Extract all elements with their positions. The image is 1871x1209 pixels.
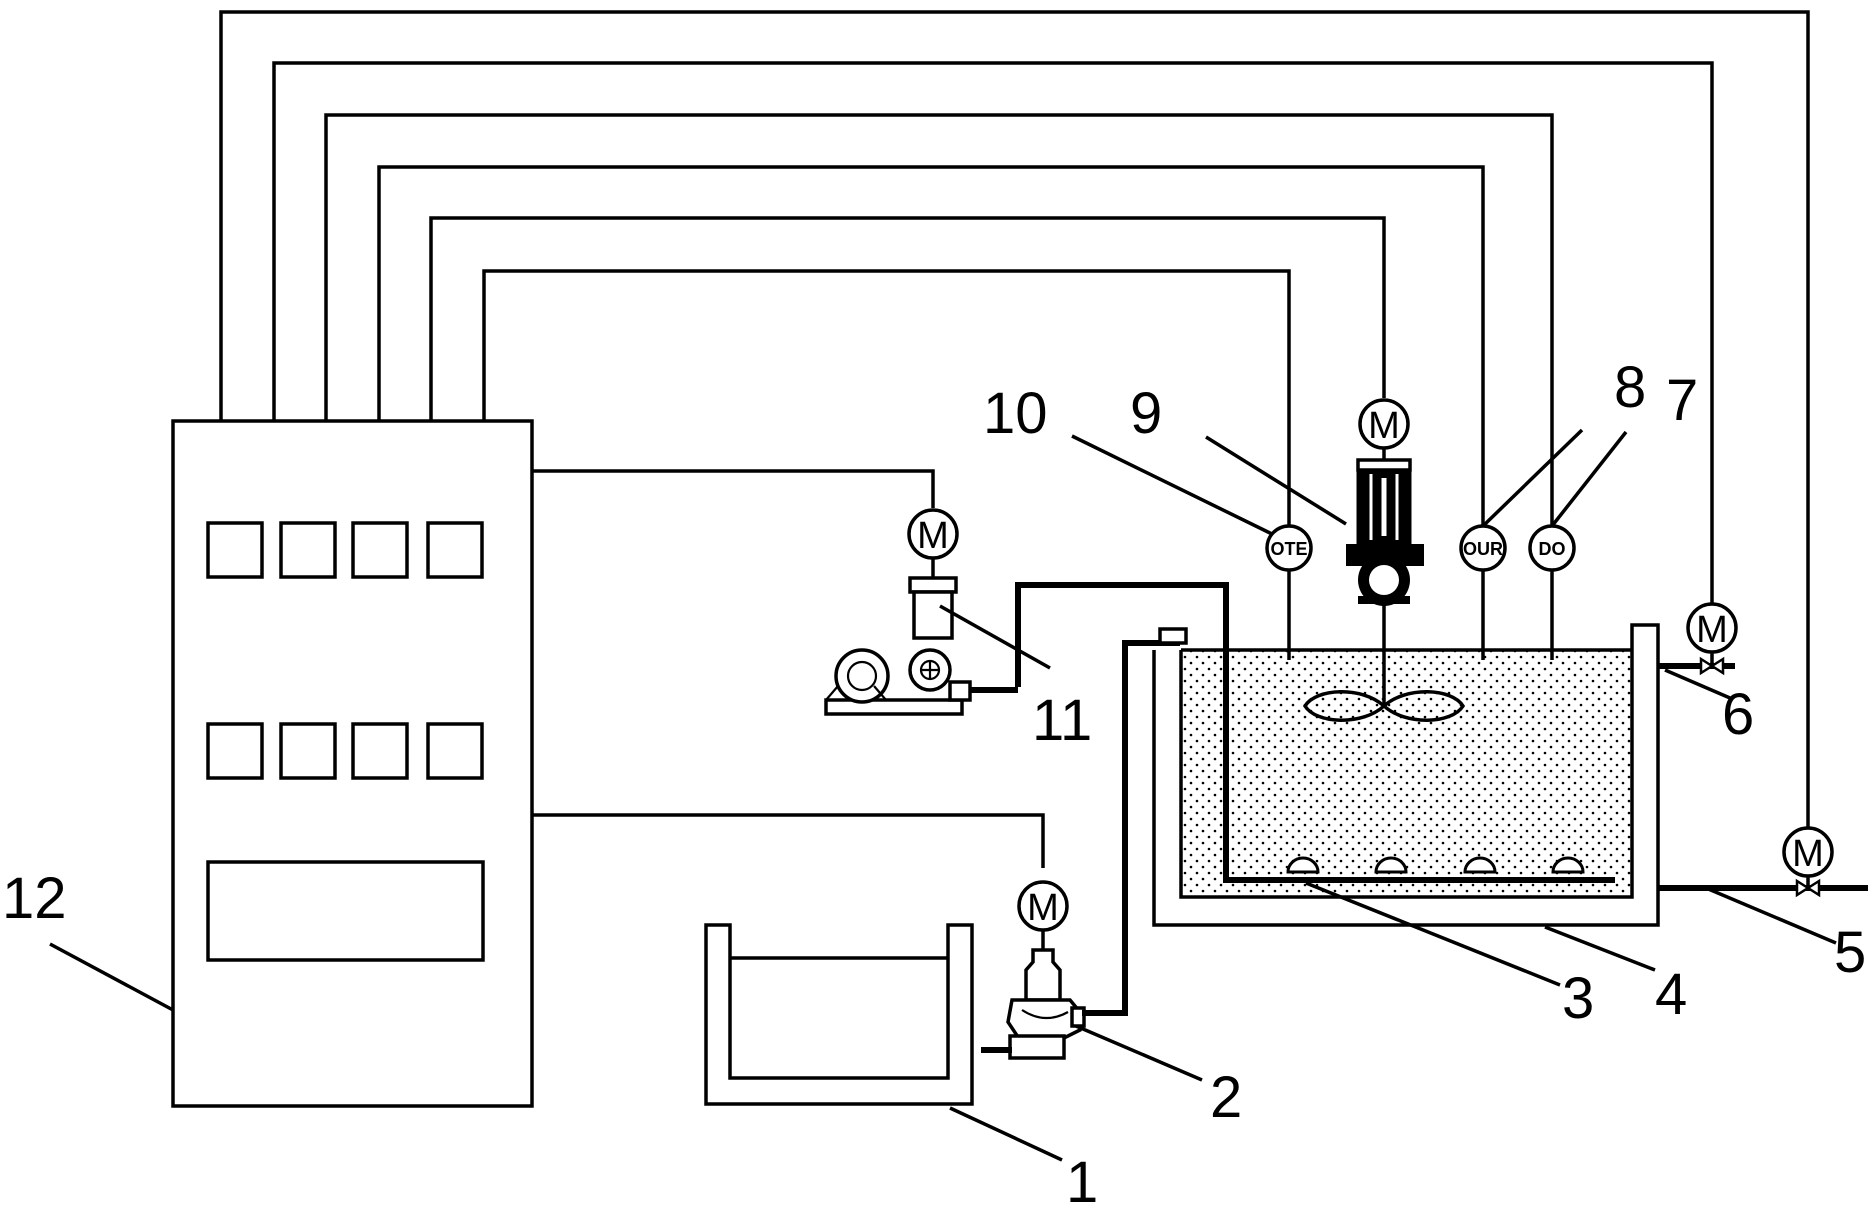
ote-sensor-label: OTE	[1270, 539, 1307, 559]
control-cabinet	[171, 419, 534, 1108]
callout-4: 4	[1655, 962, 1687, 1027]
cabinet-indicator-2	[279, 521, 337, 579]
callout-1: 1	[1066, 1150, 1098, 1209]
overflow-valve: M	[1658, 602, 1738, 676]
cabinet-indicator-7	[351, 722, 409, 780]
callout-12: 12	[2, 866, 67, 931]
stirrer-motor-label: M	[1368, 405, 1400, 447]
callout-8: 8	[1614, 355, 1646, 420]
cabinet-display-panel	[206, 860, 485, 962]
leader-lines	[49, 428, 1837, 1162]
callout-10: 10	[983, 381, 1048, 446]
our-sensor: OUR	[1459, 524, 1507, 660]
callout-labels: 1 2 3 4 5 6 7 8 9 10 11 12	[2, 355, 1866, 1209]
control-wires	[219, 10, 1810, 868]
our-sensor-label: OUR	[1463, 539, 1503, 559]
callout-5: 5	[1834, 920, 1866, 985]
cabinet-indicator-6	[279, 722, 337, 780]
cabinet-indicator-8	[426, 722, 484, 780]
cabinet-indicator-5	[206, 722, 264, 780]
feed-tank	[704, 923, 974, 1106]
ote-sensor: OTE	[1265, 524, 1313, 660]
do-sensor: DO	[1528, 524, 1576, 660]
feed-pump-motor-label: M	[1027, 887, 1059, 929]
feed-pump: M	[981, 627, 1188, 1060]
cabinet-indicator-4	[426, 521, 484, 579]
air-diffusers	[1015, 582, 1615, 883]
callout-6: 6	[1722, 682, 1754, 747]
blower: M	[824, 508, 1018, 716]
stirrer: M	[1302, 398, 1466, 722]
outlet-valve: M	[1658, 826, 1868, 898]
cabinet-indicator-1	[206, 521, 264, 579]
aeration-reactor	[1152, 623, 1660, 927]
callout-9: 9	[1130, 381, 1162, 446]
outlet-valve-motor-label: M	[1792, 833, 1824, 875]
do-sensor-label: DO	[1539, 539, 1566, 559]
cabinet-indicator-3	[351, 521, 409, 579]
blower-motor-label: M	[917, 515, 949, 557]
overflow-valve-motor-label: M	[1696, 609, 1728, 651]
callout-3: 3	[1562, 966, 1594, 1031]
callout-11: 11	[1032, 688, 1092, 753]
callout-2: 2	[1210, 1065, 1242, 1130]
callout-7: 7	[1666, 368, 1698, 433]
